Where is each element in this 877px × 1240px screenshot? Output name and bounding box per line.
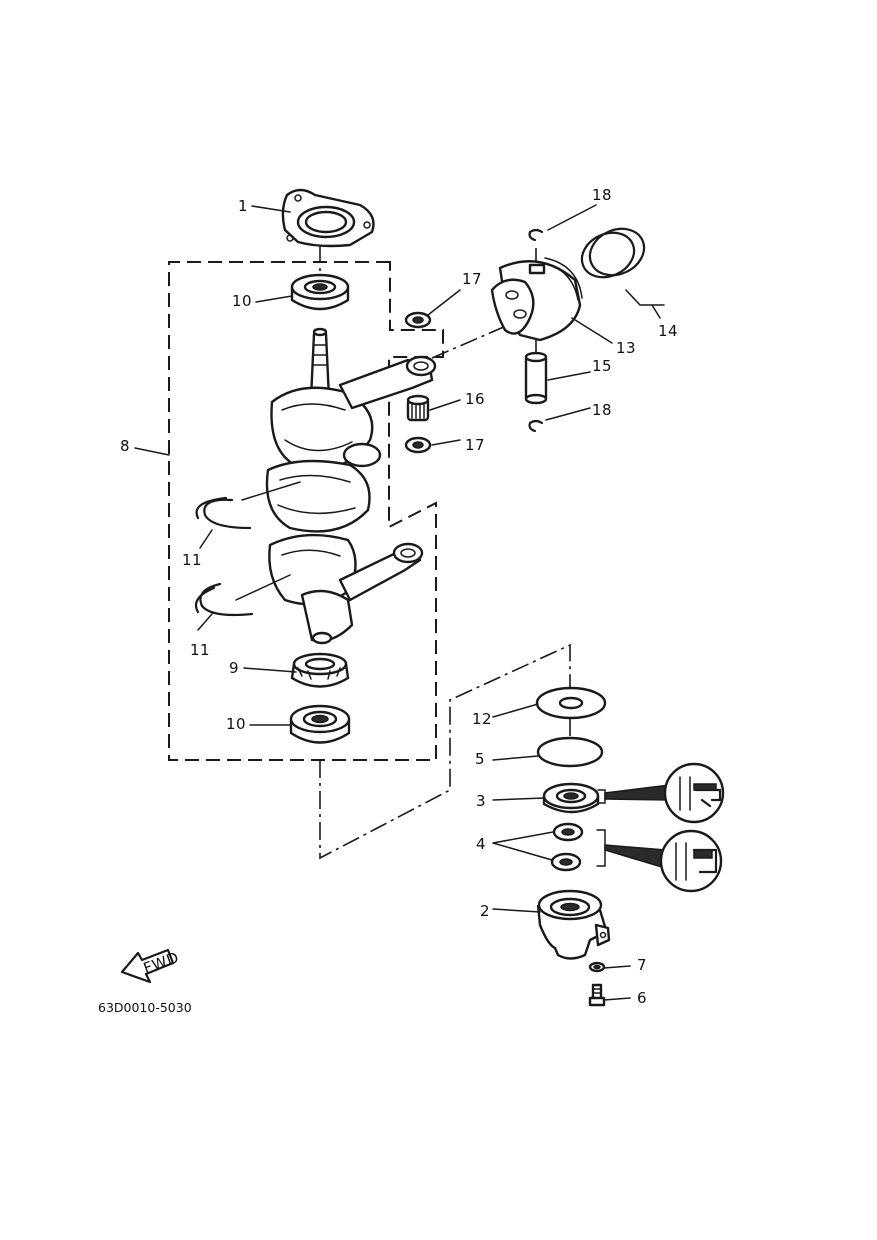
lower-retainer [290,652,350,688]
crankshaft [265,327,437,645]
label-part-16: 16 [465,390,485,408]
seal-washer [535,686,607,720]
thrust-washer-upper [404,311,432,329]
fwd-label: FWD [141,948,181,977]
label-part-14: 14 [658,322,678,340]
label-part-3: 3 [476,792,486,810]
pin-clip-lower [528,419,544,433]
label-part-2: 2 [480,902,490,920]
label-part-18-upper: 18 [592,186,612,204]
oil-seal-lower [550,852,582,872]
piston [490,257,583,342]
centerline-lower-seal [319,643,571,860]
label-part-17-upper: 17 [462,270,482,288]
label-part-9: 9 [229,659,239,677]
crankshaft-assembly-boundary [168,261,444,761]
label-part-13: 13 [616,339,636,357]
label-part-12: 12 [472,710,492,728]
piston-pin [524,351,548,405]
thrust-washer-lower [404,436,432,454]
seal-section-detail-lower [596,829,723,893]
part-number-labels: 1 2 3 4 5 6 7 8 9 10 10 11 11 12 13 14 1… [120,186,678,1007]
circlip-lower [194,582,254,617]
needle-bearing [406,394,430,422]
label-part-8: 8 [120,437,130,455]
label-part-10-lower: 10 [226,715,246,733]
label-part-17-lower: 17 [465,436,485,454]
bolt [588,983,606,1007]
oil-seal-upper [552,822,584,842]
o-ring [536,736,604,768]
label-part-11-upper: 11 [182,551,202,569]
oil-seal-housing [542,782,600,814]
circlip-upper [195,496,252,530]
piston-rings [580,227,646,279]
label-part-15: 15 [592,357,612,375]
seal-section-detail-upper [597,762,725,824]
label-part-7: 7 [637,956,647,974]
lower-seal-housing [536,889,611,960]
lower-ball-bearing [289,704,351,744]
label-part-1: 1 [238,197,248,215]
label-part-18-lower: 18 [592,401,612,419]
pin-clip-upper [528,228,544,242]
label-part-6: 6 [637,989,647,1007]
bearing-plate [281,188,375,248]
fwd-arrow-icon: FWD [120,948,181,984]
label-part-10-upper: 10 [232,292,252,310]
small-washer [588,961,606,973]
upper-ball-bearing [290,273,350,311]
diagram-code: 63D0010-5030 [98,1000,192,1015]
label-part-5: 5 [475,750,485,768]
label-part-11-lower: 11 [190,641,210,659]
leader-lines [134,204,665,1001]
label-part-4: 4 [476,835,486,853]
